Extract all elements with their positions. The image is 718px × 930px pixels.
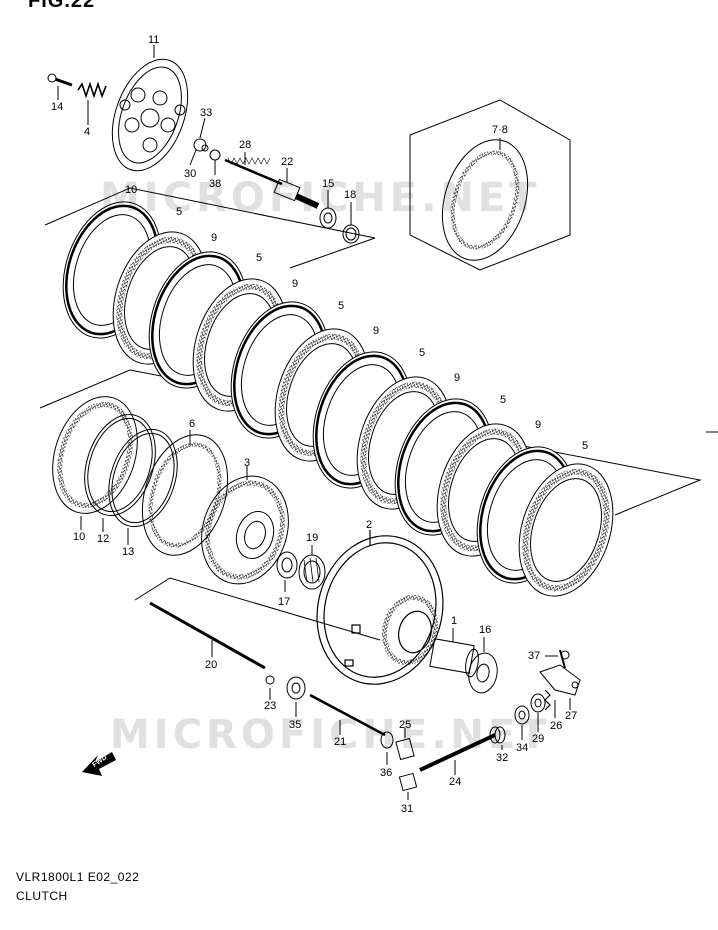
callout-29: 29 [532,733,545,745]
part-11-pressure-plate [111,58,189,172]
callout-9-d: 9 [454,372,461,384]
part-2-clutch-housing [316,530,444,685]
inset-box-7-8 [409,99,571,271]
part-4-spring [77,81,107,99]
watermark-bottom: MICROFICHE.NET [110,712,551,758]
callout-3: 3 [244,457,251,469]
callout-18: 18 [344,189,357,201]
callout-5-e: 5 [500,394,507,406]
part-20-rod-group [134,577,381,717]
part-19-17 [276,545,326,592]
callout-37: 37 [528,650,541,662]
callout-22: 22 [281,156,294,168]
callout-5-a: 5 [176,206,183,218]
release-arm-group [494,649,581,750]
callout-9-c: 9 [373,325,380,337]
part-22-lifter [273,178,320,209]
callout-32: 32 [496,752,509,764]
part-3-clutch-hub [201,466,289,585]
friction-plate [394,398,494,536]
callout-1: 1 [451,615,458,627]
callout-14: 14 [51,101,64,113]
part-38 [209,149,221,161]
callout-23: 23 [264,700,277,712]
callout-9-b: 9 [292,278,299,290]
part-15-bearing [319,207,337,229]
drive-plate [518,463,614,597]
callout-33: 33 [200,107,213,119]
shaft-group [309,693,501,800]
callout-26: 26 [550,720,563,732]
callout-11: 11 [148,34,160,46]
callout-5-f: 5 [582,440,589,452]
callout-38: 38 [209,178,222,190]
callout-31: 31 [401,803,414,815]
lower-plates [52,396,229,556]
callout-27: 27 [565,710,578,722]
fwd-arrow-icon [82,752,116,776]
pressure-plate-group [47,45,360,244]
callout-10-top: 10 [125,184,138,196]
callout-9-a: 9 [211,232,218,244]
callout-5-b: 5 [256,252,263,264]
callout-21: 21 [334,736,347,748]
callout-2: 2 [366,519,373,531]
watermark-top: MICROFICHE.NET [100,175,541,221]
callout-4: 4 [84,126,91,138]
part-28-rod [224,157,283,186]
part-1-16 [429,628,498,694]
callout-17: 17 [278,596,291,608]
callout-12: 12 [97,533,110,545]
callout-7-8: 7·8 [492,124,508,136]
callout-15: 15 [322,178,335,190]
callout-5-d: 5 [419,347,426,359]
callout-28: 28 [239,139,252,151]
callout-13: 13 [122,546,135,558]
callout-19: 19 [306,532,319,544]
callout-20: 20 [205,659,218,671]
model-code: VLR1800L1 E02_022 [16,870,140,884]
callout-10-bottom: 10 [73,531,86,543]
callout-35: 35 [289,719,302,731]
section-name: CLUTCH [16,889,68,903]
figure-title: FIG.22 [28,0,96,12]
callout-9-e: 9 [535,419,542,431]
callout-5-c: 5 [338,300,345,312]
callout-24: 24 [449,776,462,788]
callout-30: 30 [184,168,197,180]
callout-34: 34 [516,742,529,754]
part-14-bolt [47,73,73,87]
callout-36: 36 [380,767,393,779]
callout-6: 6 [189,418,196,430]
callout-16: 16 [479,624,492,636]
plate-stack [62,201,614,597]
callout-25: 25 [399,719,412,731]
